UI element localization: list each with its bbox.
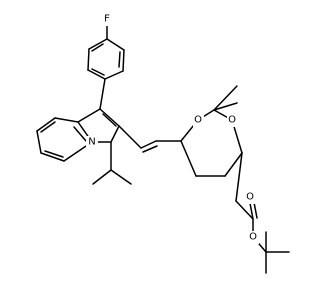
oxygen-label: O xyxy=(246,192,254,203)
oxygen-label: O xyxy=(249,232,257,243)
isopropyl-group xyxy=(92,141,132,185)
bond xyxy=(104,70,124,80)
bond xyxy=(110,125,120,143)
bond xyxy=(224,152,243,177)
fluorine-atom: F xyxy=(102,13,112,26)
double-bond-inner xyxy=(91,43,104,52)
nitrogen-label: N xyxy=(88,137,95,148)
double-bond-inner xyxy=(73,126,87,142)
bond xyxy=(77,108,101,123)
bond xyxy=(36,130,42,154)
structure-canvas: F N O O O O xyxy=(36,13,290,274)
bond xyxy=(122,49,125,72)
bond xyxy=(99,78,106,110)
bond xyxy=(235,200,254,220)
bond xyxy=(235,152,243,202)
tert-butyl-acetate-chain xyxy=(235,152,290,274)
double-bond-inner xyxy=(40,121,56,133)
bond xyxy=(99,108,120,127)
carbonyl-oxygen-atom: O xyxy=(245,191,256,204)
ester-oxygen-atom: O xyxy=(248,231,259,244)
bond xyxy=(213,85,238,111)
dioxane-ring xyxy=(180,85,243,177)
bond xyxy=(110,169,132,185)
oxygen-label: O xyxy=(228,115,236,126)
bond xyxy=(88,38,108,50)
double-bond-inner xyxy=(91,68,105,76)
double-bond-inner xyxy=(102,113,117,127)
bond xyxy=(180,140,197,177)
bond xyxy=(92,169,112,185)
molecule-structure: F N O O O O xyxy=(36,13,290,274)
bond xyxy=(36,117,56,132)
ring-oxygen-right-atom: O xyxy=(227,114,238,127)
atom-labels: F N O O O O xyxy=(86,13,259,244)
fluorine-label: F xyxy=(104,14,110,25)
bond xyxy=(54,117,79,123)
bond xyxy=(87,48,90,71)
ring-oxygen-left-atom: O xyxy=(193,114,204,127)
bond xyxy=(140,140,157,149)
indole-pyrrole-ring xyxy=(77,108,120,143)
double-bond-inner xyxy=(142,145,158,153)
oxygen-label: O xyxy=(194,115,202,126)
double-bond-inner xyxy=(118,51,121,68)
bond xyxy=(118,125,142,149)
bond xyxy=(40,152,65,162)
indole-benzo-ring xyxy=(36,117,93,162)
double-bond-inner xyxy=(44,150,64,158)
bond xyxy=(87,69,106,80)
indole-nitrogen-atom: N xyxy=(86,136,98,149)
vinyl-linker xyxy=(118,125,182,153)
fluorophenyl-ring xyxy=(87,24,125,80)
bond xyxy=(106,38,125,51)
bond xyxy=(213,102,238,111)
